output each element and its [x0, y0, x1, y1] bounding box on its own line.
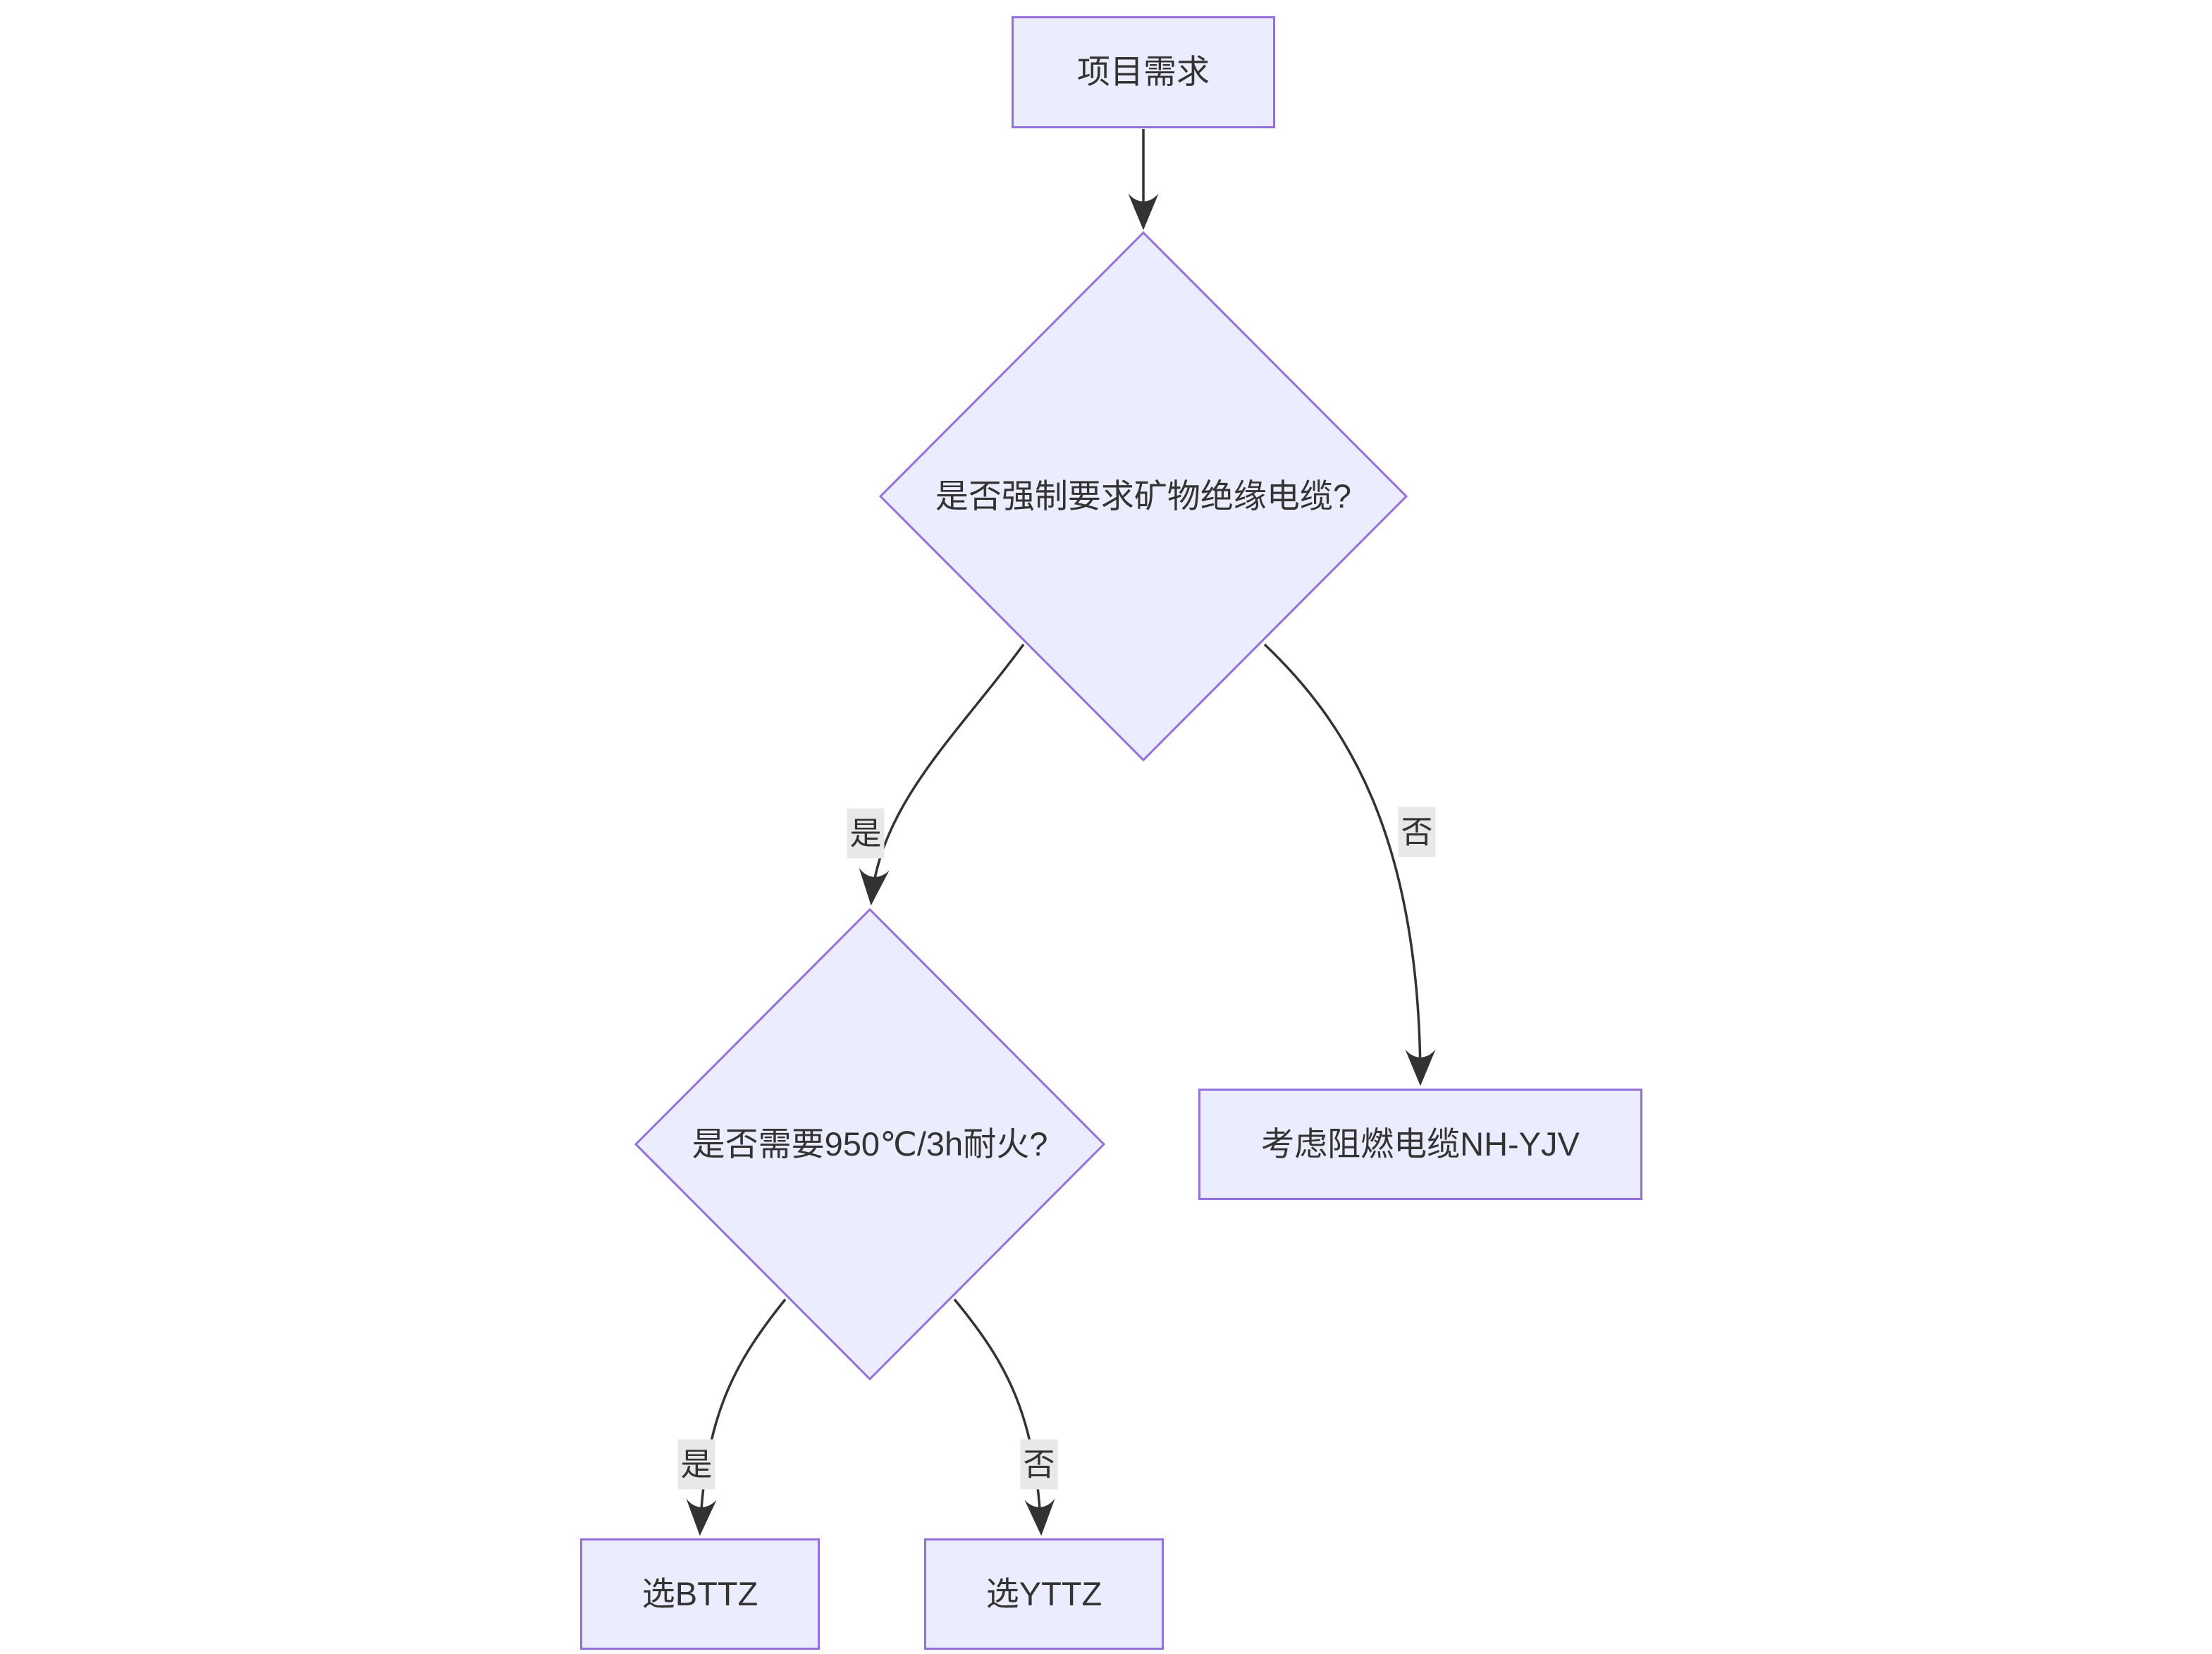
edge-q2-no-to-yttz	[953, 1298, 1055, 1536]
edge-q2-yes-to-bttz	[686, 1298, 787, 1536]
node-project-requirements: 项目需求	[1012, 16, 1275, 128]
edge-label-q1-yes: 是	[847, 808, 885, 859]
node-choose-bttz: 选BTTZ	[580, 1538, 820, 1650]
node-choose-yttz: 选YTTZ	[924, 1538, 1164, 1650]
node-flame-retardant-nhyjv: 考虑阻燃电缆NH-YJV	[1198, 1089, 1642, 1200]
decision-mineral-cable-shape	[878, 231, 1408, 762]
node-project-requirements-label: 项目需求	[1077, 53, 1210, 91]
node-choose-bttz-label: 选BTTZ	[641, 1574, 758, 1612]
edge-q1-no-to-nhyjv	[1263, 643, 1436, 1086]
edge-q1-yes-to-q2	[859, 643, 1025, 906]
decision-fire-rating-shape	[634, 907, 1106, 1381]
edge-label-q2-no: 否	[1020, 1439, 1058, 1490]
node-choose-yttz-label: 选YTTZ	[985, 1574, 1102, 1612]
edge-label-q2-yes: 是	[677, 1439, 715, 1490]
node-flame-retardant-nhyjv-label: 考虑阻燃电缆NH-YJV	[1261, 1125, 1580, 1163]
edge-label-q1-no: 否	[1398, 807, 1436, 857]
